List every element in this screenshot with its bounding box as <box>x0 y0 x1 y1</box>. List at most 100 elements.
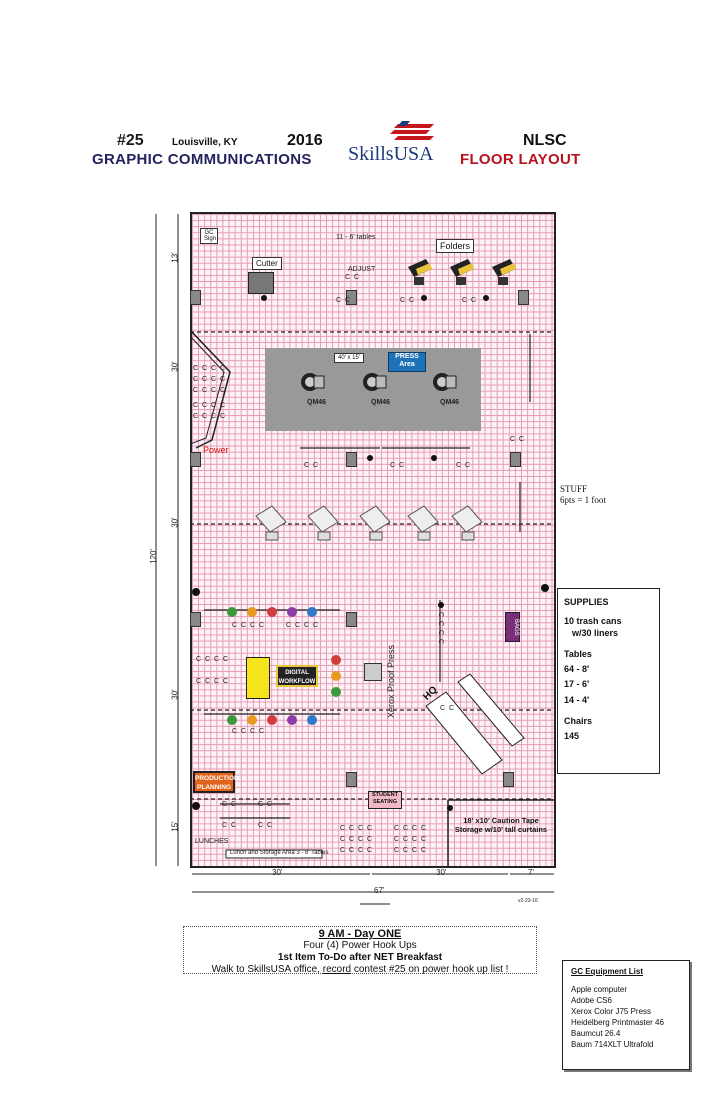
chair-group: C C C C <box>394 825 428 832</box>
supplies-title: SUPPLIES <box>564 597 609 607</box>
lunches-label: LUNCHES <box>195 838 229 845</box>
chair-group: C C C C <box>394 836 428 843</box>
notes-power: Four (4) Power Hook Ups <box>303 940 417 951</box>
gc-sign: GC Sign <box>200 228 218 244</box>
chair-group: C C <box>258 801 274 808</box>
nlsc-label: NLSC <box>523 132 567 149</box>
chair-group: C C <box>222 801 238 808</box>
chair-group: C C C C <box>193 413 227 420</box>
contest-title: GRAPHIC COMMUNICATIONS <box>92 151 312 168</box>
chair-group: C C <box>462 297 478 304</box>
supplies-liners: w/30 liners <box>572 627 619 638</box>
equipment-item: Apple computer <box>571 985 628 994</box>
contest-number: #25 <box>117 132 144 149</box>
notes-walk-c: contest #25 on power hook up list ! <box>351 964 509 975</box>
chair-group: C C C C <box>340 836 374 843</box>
notes-time: 9 AM - Day ONE <box>318 928 402 940</box>
dim-30: 30' <box>170 517 180 528</box>
supplies-trash: 10 trash cans <box>564 616 622 627</box>
yellow-board <box>246 657 270 699</box>
floor-lines <box>190 329 556 868</box>
chair-group: C C <box>456 462 472 469</box>
notes-walk-a: Walk to SkillsUSA office, <box>211 964 323 975</box>
apple-computer-icons <box>227 715 317 725</box>
pillar <box>346 290 357 305</box>
supplies-chairs-count: 145 <box>564 731 580 741</box>
dim-bottom-30: 30' <box>272 868 283 877</box>
chair-group: C C <box>304 462 320 469</box>
dim-120: 120' <box>148 549 158 564</box>
equipment-item: Baum 714XLT Ultrafold <box>571 1040 654 1049</box>
chair-group: C C C C <box>193 402 227 409</box>
equipment-item: Xerox Color J75 Press <box>571 1007 652 1016</box>
equipment-item: Heidelberg Printmaster 46 <box>571 1018 664 1027</box>
pillar <box>518 290 529 305</box>
chair-group: C C C C <box>196 678 230 685</box>
trash-can-markers <box>192 295 549 811</box>
equipment-item: Adobe CS6 <box>571 996 612 1005</box>
chair-group: C C <box>510 436 526 443</box>
scale-note-title: STUFF <box>560 484 588 494</box>
power-notes: 9 AM - Day ONE Four (4) Power Hook Ups 1… <box>183 926 537 976</box>
supplies-table-4: 14 - 4' <box>564 694 590 705</box>
folder-machines-icon <box>408 259 516 285</box>
scale-note-ratio: 6pts = 1 foot <box>560 495 606 505</box>
digital-workflow-sign: DIGITAL WORKFLOW <box>276 665 318 687</box>
supplies-table-8: 64 - 8' <box>564 664 590 674</box>
chair-group: C C <box>222 822 238 829</box>
floor-layout-title: FLOOR LAYOUT <box>460 151 581 168</box>
dim-13: 13' <box>170 252 180 263</box>
chair-group: C C <box>336 297 352 304</box>
qm46-label: QM46 <box>440 399 460 406</box>
supplies-table-6: 17 - 6' <box>564 679 590 690</box>
dim-15: 15' <box>170 821 180 832</box>
notes-todo: 1st Item To-Do after NET Breakfast <box>277 952 443 963</box>
chair-group: C C C C <box>286 622 320 629</box>
equipment-list: GC Equipment List Apple computer Adobe C… <box>562 960 690 1070</box>
adjust-label: ADJUST <box>348 266 376 273</box>
notes-walk: Walk to SkillsUSA office, record contest… <box>184 964 536 976</box>
qm46-press-icons <box>301 373 457 391</box>
equipment-item: Baumcut 26.4 <box>571 1029 621 1038</box>
folders-label: Folders <box>436 239 475 253</box>
dim-30: 30' <box>170 689 180 700</box>
apple-computer-icons <box>331 655 341 697</box>
cutter-machine-icon <box>248 272 274 294</box>
pillar <box>503 772 514 787</box>
dim-bottom-7: 7' <box>528 868 534 877</box>
chair-group: C C C C <box>437 612 444 646</box>
chair-group: C C C C <box>340 847 374 854</box>
press-area-size: 40' x 15' <box>334 353 364 363</box>
xerox-workstations-icon <box>255 505 483 541</box>
pillar <box>190 612 201 627</box>
chair-group: C C C C <box>232 622 266 629</box>
chair-group: C C C C <box>196 656 230 663</box>
chair-group: C C <box>258 822 274 829</box>
dim-bottom-30: 30' <box>436 868 447 877</box>
press-area-sign: PRESS Area <box>388 352 426 372</box>
caution-storage-label: 18' x10' Caution Tape Storage w/10' tall… <box>454 816 548 834</box>
left-dimension-lines <box>155 214 179 866</box>
dim-bottom-67: 67' <box>374 886 385 895</box>
chair-group: C C C C <box>193 365 227 372</box>
chair-group: C C <box>345 274 361 281</box>
supplies-tables-title: Tables <box>564 648 592 659</box>
supplies-chairs-title: Chairs <box>564 715 593 726</box>
dim-30: 30' <box>170 361 180 372</box>
power-label: Power <box>203 445 229 455</box>
qm46-label: QM46 <box>371 399 391 406</box>
skillsusa-flag-icon <box>390 121 434 140</box>
equipment-title: GC Equipment List <box>571 967 643 976</box>
pillar <box>190 290 201 305</box>
contest-city: Louisville, KY <box>172 137 238 148</box>
pillar <box>510 452 521 467</box>
pillar <box>190 452 201 467</box>
version-label: v2-23-16 <box>518 898 538 904</box>
top-tables-label: 11 - 6' tables <box>336 234 376 241</box>
notes-walk-b: record <box>322 964 352 975</box>
lunch-storage-label: Lunch and Storage Area 3 - 8' Tables <box>230 850 329 856</box>
apple-computer-icons <box>227 607 317 617</box>
chair-group: C C C C <box>193 387 227 394</box>
cutter-label: Cutter <box>252 257 282 270</box>
pillar <box>346 772 357 787</box>
